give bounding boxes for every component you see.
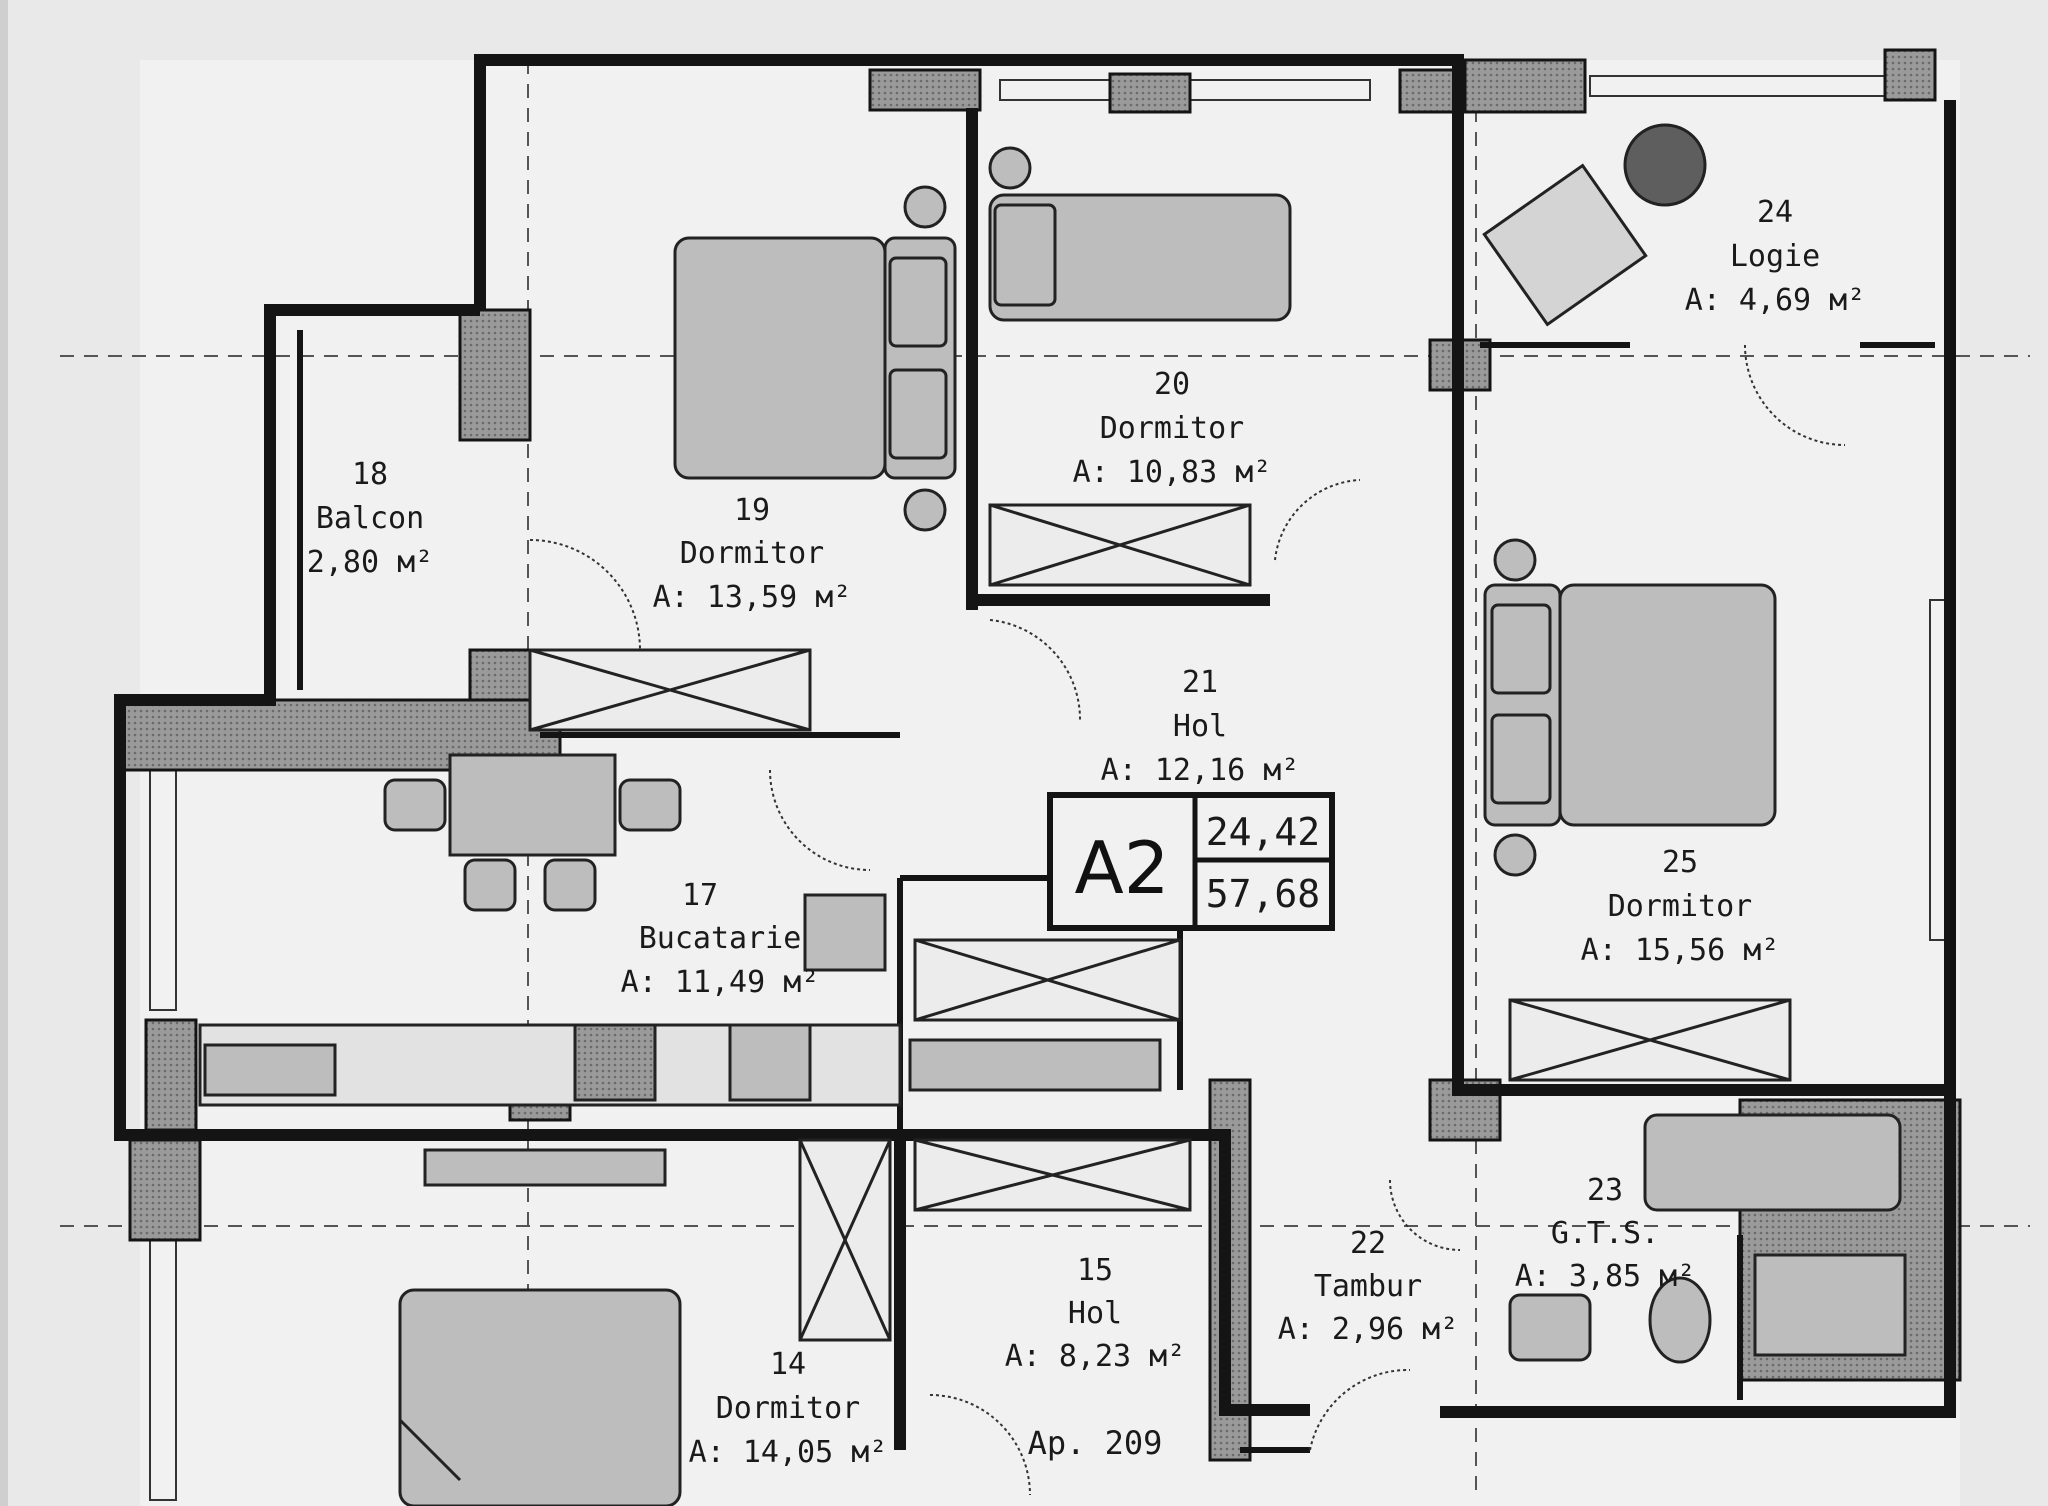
room-area: A: 11,49 м² xyxy=(621,965,820,1000)
washbasin xyxy=(1508,1293,1592,1362)
room-number: 21 xyxy=(1182,665,1218,700)
room-name: G.T.S. xyxy=(1551,1216,1659,1251)
walls xyxy=(114,54,1956,1450)
wardrobes xyxy=(528,503,1792,1342)
room-label-20: 20 Dormitor A: 10,83 м² xyxy=(1073,367,1272,490)
room-number: 17 xyxy=(682,878,718,913)
bathroom-fixtures xyxy=(1508,1113,1907,1364)
room-name: Balcon xyxy=(316,501,424,536)
room-area: A: 10,83 м² xyxy=(1073,455,1272,490)
room-label-17: 17 Bucatarie A: 11,49 м² xyxy=(621,878,820,1000)
room-label-19: 19 Dormitor A: 13,59 м² xyxy=(653,493,852,615)
room-label-22: 22 Tambur A: 2,96 м² xyxy=(1278,1226,1459,1347)
room-number: 20 xyxy=(1154,367,1190,402)
apartment-code: A2 xyxy=(1074,826,1169,910)
dining-table xyxy=(448,753,617,857)
room-label-23: 23 G.T.S. A: 3,85 м² xyxy=(1515,1173,1696,1294)
room-label-21: 21 Hol A: 12,16 м² xyxy=(1101,665,1300,788)
logia-furniture xyxy=(1482,123,1707,327)
room-area: A: 2,96 м² xyxy=(1278,1312,1459,1347)
room-label-14: 14 Dormitor A: 14,05 м² xyxy=(689,1347,888,1470)
room-number: 24 xyxy=(1757,195,1793,230)
room-area: A: 3,85 м² xyxy=(1515,1259,1696,1294)
living-area-value: 24,42 xyxy=(1206,810,1320,854)
room-number: 19 xyxy=(734,493,770,528)
room-label-24: 24 Logie A: 4,69 м² xyxy=(1685,195,1866,318)
room-label-15: 15 Hol A: 8,23 м² xyxy=(1005,1253,1186,1374)
room-area: A: 13,59 м² xyxy=(653,580,852,615)
room-number: 25 xyxy=(1662,845,1698,880)
room-name: Dormitor xyxy=(716,1391,861,1426)
beds xyxy=(398,146,1777,1506)
room-name: Dormitor xyxy=(1608,889,1753,924)
toilet xyxy=(1648,1276,1712,1364)
bathtub xyxy=(1643,1113,1902,1212)
room-area: A: 4,69 м² xyxy=(1685,283,1866,318)
room-area: A: 12,16 м² xyxy=(1101,753,1300,788)
room-name: Dormitor xyxy=(680,536,825,571)
bed-19 xyxy=(673,185,957,532)
room-name: Hol xyxy=(1173,709,1227,744)
room-number: 18 xyxy=(352,457,388,492)
bed-25 xyxy=(1483,538,1777,877)
fridge xyxy=(803,893,887,972)
room-name: Tambur xyxy=(1314,1269,1422,1304)
total-area-value: 57,68 xyxy=(1206,872,1320,916)
room-name: Dormitor xyxy=(1100,411,1245,446)
room-name: Hol xyxy=(1068,1296,1122,1331)
kitchen-furniture xyxy=(198,753,1162,1187)
room-area: A: 8,23 м² xyxy=(1005,1339,1186,1374)
room-area: A: 14,05 м² xyxy=(689,1435,888,1470)
apartment-number-label: Ap. 209 xyxy=(1028,1424,1163,1462)
bed-20 xyxy=(988,146,1292,322)
room-label-25: 25 Dormitor A: 15,56 м² xyxy=(1581,845,1780,968)
door-swings xyxy=(529,344,1846,1496)
room-number: 22 xyxy=(1350,1226,1386,1261)
room-number: 14 xyxy=(770,1347,806,1382)
room-name: Logie xyxy=(1730,239,1820,274)
bed-14 xyxy=(398,1288,682,1506)
room-label-18: 18 Balcon 2,80 м² xyxy=(307,457,433,580)
room-area: A: 15,56 м² xyxy=(1581,933,1780,968)
room-name: Bucatarie xyxy=(639,921,802,956)
apartment-area-box: A2 24,42 57,68 xyxy=(1047,792,1335,931)
room-number: 23 xyxy=(1587,1173,1623,1208)
room-number: 15 xyxy=(1077,1253,1113,1288)
room-area: 2,80 м² xyxy=(307,545,433,580)
